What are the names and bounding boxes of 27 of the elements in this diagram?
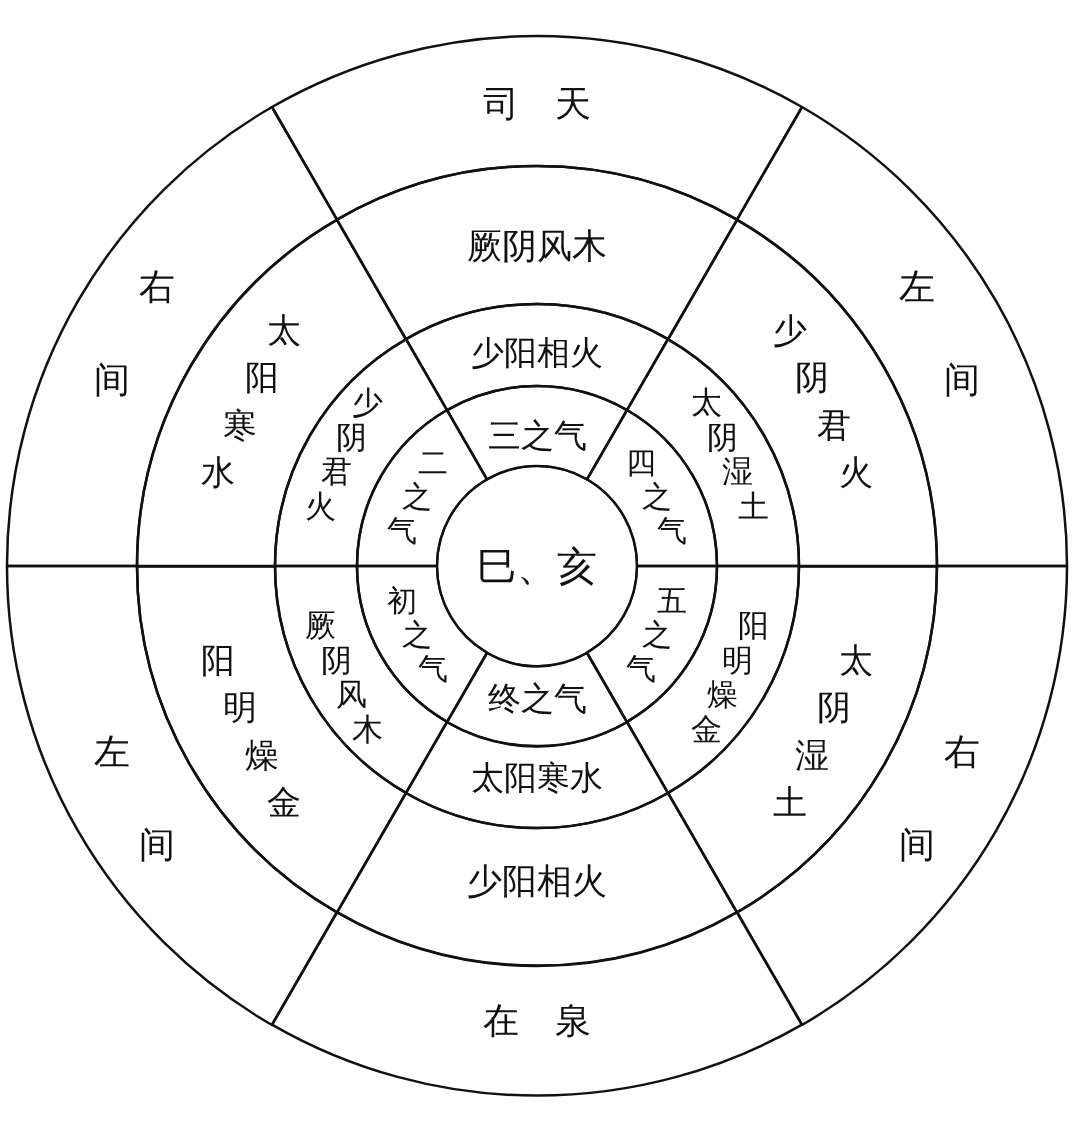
sector-label: 在泉: [483, 1003, 591, 1039]
sector-label: 少阴君火: [772, 313, 873, 489]
sector-label: 终之气: [487, 682, 587, 716]
sector-label: 少阴君火: [305, 386, 383, 523]
sector-label: 厥阴风木: [305, 609, 383, 746]
center-label: 巳、亥: [476, 545, 597, 586]
sector-label: 左间: [93, 733, 176, 864]
sector-label: 少阳相火: [471, 335, 603, 369]
sector-label: 少阳相火: [467, 864, 607, 900]
sector-label: 右间: [93, 268, 176, 399]
sector-label: 太阴湿土: [772, 643, 873, 819]
sector-label: 太阳寒水: [471, 761, 603, 795]
sector-label: 初之气: [387, 586, 448, 684]
sector-label: 五之气: [626, 586, 687, 684]
sector-label: 四之气: [626, 448, 687, 546]
sector-label: 太阴湿土: [691, 386, 769, 523]
sector-label: 司天: [483, 86, 591, 122]
sector-label: 太阳寒水: [201, 313, 302, 489]
ring-sector: [270, 910, 804, 1098]
sector-label: 阳明燥金: [201, 643, 302, 819]
sector-label: 阳明燥金: [691, 609, 769, 746]
sector-label: 右间: [898, 733, 981, 864]
sector-label: 二之气: [387, 448, 448, 546]
sector-label: 三之气: [487, 418, 587, 452]
sector-label: 左间: [898, 268, 981, 399]
sector-label: 厥阴风木: [467, 228, 607, 264]
ring-sector: [404, 719, 670, 830]
